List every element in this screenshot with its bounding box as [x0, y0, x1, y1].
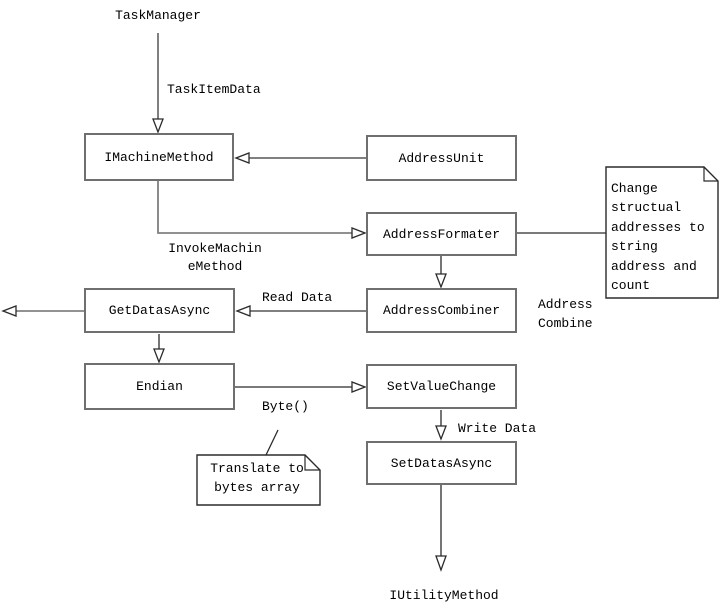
note-change-structural: Change structual addresses to string add…: [611, 179, 715, 295]
note-line: Translate to: [210, 461, 304, 476]
note-translate-bytes-fold-icon: [304, 455, 320, 471]
node-set-value-change: SetValueChange: [366, 364, 517, 409]
edge-label-invoke-machine-line1: InvokeMachin: [168, 241, 262, 256]
note-line: structual: [611, 200, 682, 216]
edge-label-task-item-data: TaskItemData: [167, 82, 261, 97]
edge-label-address-combine-line2: Combine: [538, 316, 593, 331]
note-change-structural-fold-icon: [703, 167, 718, 182]
node-set-datas-async: SetDatasAsync: [366, 441, 517, 485]
edge-label-write-data: Write Data: [458, 421, 537, 436]
edge-label-read-data: Read Data: [262, 290, 333, 305]
arrowhead-left-edge: [1, 305, 17, 317]
arrowhead-into-imachinemethod-top: [152, 118, 164, 134]
arrowhead-into-iutilitymethod: [435, 555, 447, 572]
node-address-unit: AddressUnit: [366, 135, 517, 181]
note-line: string: [611, 239, 658, 255]
note-change-structural-shape: [605, 166, 719, 299]
arrowhead-into-addresscombiner-top: [435, 273, 447, 289]
edge-label-invoke-machine-line2: eMethod: [187, 259, 243, 274]
arrowhead-into-addressformater-left: [351, 227, 367, 239]
node-address-formater: AddressFormater: [366, 212, 517, 256]
note-line: bytes array: [214, 480, 300, 495]
note-line: Change: [611, 181, 658, 196]
edge-label-address-combine-line1: Address: [538, 297, 593, 312]
edge-label-byte-call: Byte(): [262, 399, 309, 414]
node-get-datas-async: GetDatasAsync: [84, 288, 235, 333]
note-translate-bytes: Translate to bytes array: [198, 459, 316, 497]
edge-label-address-combine: Address Combine: [538, 295, 593, 333]
note-line: addresses to: [611, 219, 705, 235]
node-iutility-method: IUtilityMethod: [389, 588, 499, 603]
connector-note-to-byte-label: [265, 429, 279, 456]
arrowhead-into-imachinemethod-right: [234, 152, 250, 164]
arrowhead-into-setdatasasync-top: [435, 425, 447, 441]
note-line: count: [611, 278, 651, 294]
node-address-combiner: AddressCombiner: [366, 288, 517, 333]
arrowhead-into-endian-top: [153, 348, 165, 364]
arrowhead-into-setvaluechange-left: [351, 381, 367, 393]
edge-label-invoke-machine-method: InvokeMachin eMethod: [166, 240, 264, 276]
note-line: address and: [611, 258, 697, 274]
node-task-manager: TaskManager: [115, 8, 201, 23]
node-endian: Endian: [84, 363, 235, 410]
connector-imachinemethod-to-addressformater: [157, 181, 353, 234]
node-imachine-method: IMachineMethod: [84, 133, 234, 181]
arrowhead-into-getdatasasync-right: [235, 305, 251, 317]
note-translate-bytes-shape: [196, 454, 321, 506]
